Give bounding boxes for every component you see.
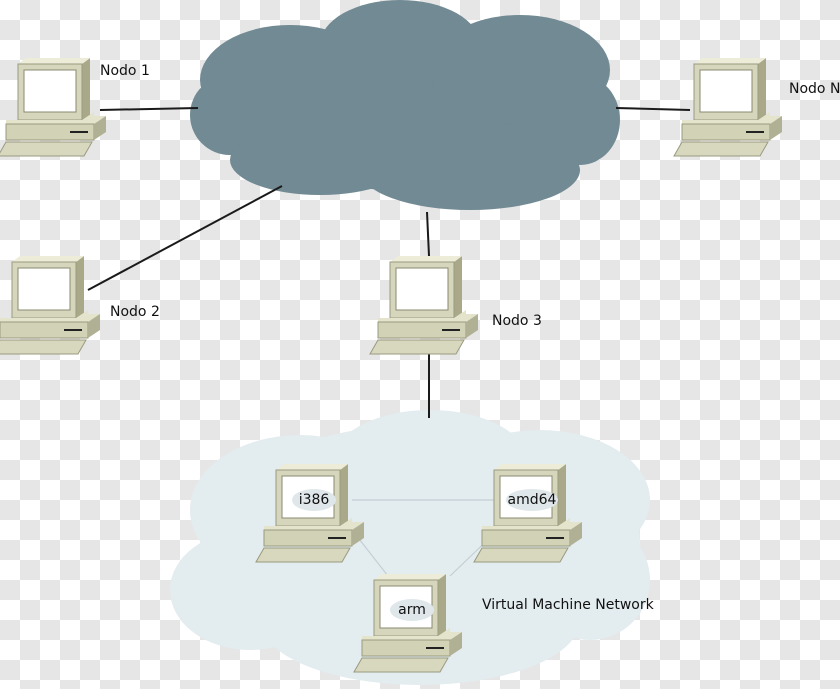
label-nodo2: Nodo 2: [110, 304, 160, 320]
label-nodo1: Nodo 1: [100, 63, 150, 79]
computer-nodo3: [369, 255, 479, 355]
label-vm-network: Virtual Machine Network: [482, 597, 654, 613]
label-nodoN: Nodo N: [789, 81, 840, 97]
label-vm-amd64: amd64: [507, 492, 557, 508]
link-nodo3-cloud: [426, 211, 430, 257]
link-nodoN: [615, 107, 691, 111]
label-nodo3: Nodo 3: [492, 313, 542, 329]
computer-nodoN: [673, 57, 783, 157]
label-vm-i386: i386: [298, 492, 330, 508]
label-vm-arm: arm: [398, 602, 426, 618]
computer-nodo2: [0, 255, 101, 355]
link-nodo2: [87, 185, 283, 291]
link-nodo1: [99, 107, 199, 111]
computer-nodo1: [0, 57, 107, 157]
internet-cloud: [190, 0, 620, 210]
